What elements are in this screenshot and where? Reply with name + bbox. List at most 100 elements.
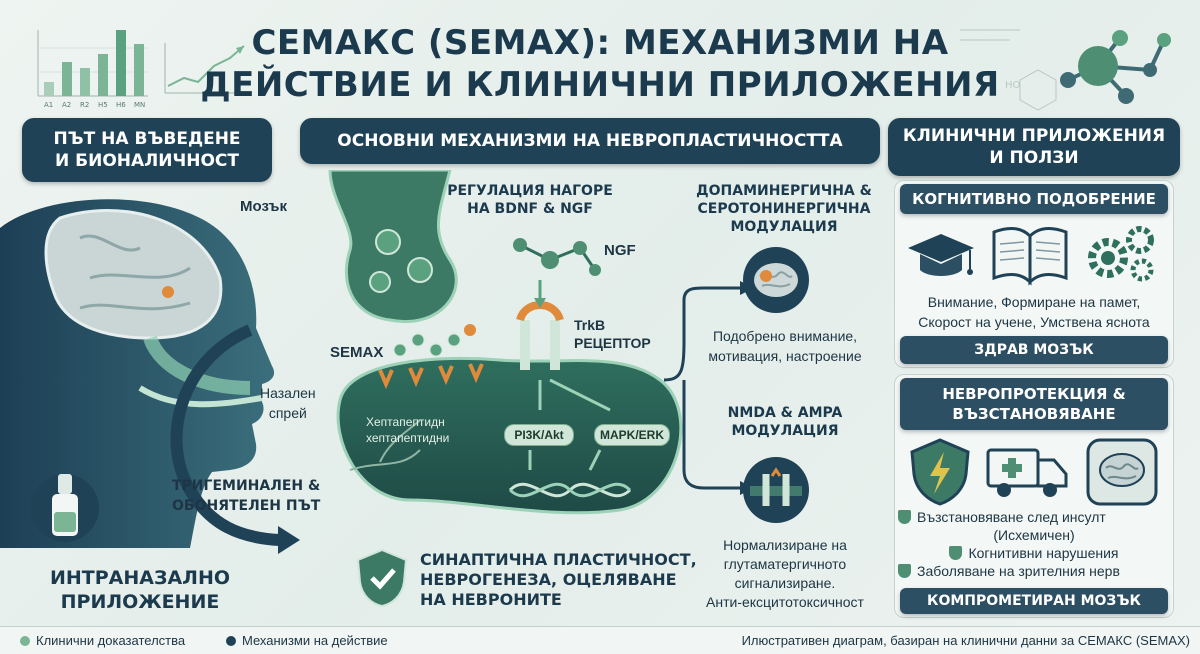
nmda-description-line-3: сигнализиране.	[734, 575, 836, 591]
neuroprotection-header-line-1: НЕВРОПРОТЕКЦИЯ &	[942, 385, 1126, 403]
dopa-description: Подобрено внимание, мотивация, настроени…	[692, 326, 878, 366]
dopa-heading: ДОПАМИНЕРГИЧНА & СЕРОТОНИНЕРГИЧНА МОДУЛА…	[684, 182, 884, 236]
head-illustration	[0, 199, 275, 548]
neuroprotection-header-line-2: ВЪЗСТАНОВЯВАНЕ	[952, 405, 1116, 423]
neuron-illustration	[328, 170, 683, 515]
route-header-line-2: И БИОНАЛИЧНОСТ	[54, 151, 239, 171]
deco-chart-label: MN	[134, 101, 145, 109]
synaptic-heading-line-2: НЕВРОГЕНЕЗА, ОЦЕЛЯВАНЕ	[420, 570, 677, 589]
neuro-item-stroke: Възстановяване след инсулт	[898, 508, 1170, 526]
path-label-line-1: ТРИГЕМИНАЛЕН &	[172, 478, 321, 494]
path-label: ТРИГЕМИНАЛЕН & ОБОНЯТЕЛЕН ПЪТ	[172, 476, 320, 516]
title-line-2: ДЕЙСТВИЕ И КЛИНИЧНИ ПРИЛОЖЕНИЯ	[200, 65, 1000, 105]
nasal-spray-icon	[31, 474, 99, 542]
cognitive-description-line-1: Внимание, Формиране на памет,	[927, 294, 1141, 310]
compromised-brain-label: КОМПРОМЕТИРАН МОЗЪК	[900, 588, 1168, 614]
legend-clinical-label: Клинични доказателства	[36, 633, 186, 648]
footer-bar	[0, 626, 1200, 654]
trkb-label-line-2: РЕЦЕПТОР	[574, 335, 651, 351]
synaptic-heading: СИНАПТИЧНА ПЛАСТИЧНОСТ, НЕВРОГЕНЕЗА, ОЦЕ…	[420, 550, 697, 610]
neuro-items-list: Възстановяване след инсулт (Исхемичен) К…	[898, 508, 1170, 580]
ambulance-icon	[986, 448, 1068, 497]
cognitive-header: КОГНИТИВНО ПОДОБРЕНИЕ	[900, 184, 1168, 214]
deco-chart-label: A2	[62, 101, 71, 109]
spray-label: Назален спрей	[260, 383, 316, 423]
shield-check-small-icon	[898, 564, 911, 578]
bdnf-heading-line-2: НА BDNF & NGF	[467, 201, 593, 217]
legend-dot-navy	[226, 635, 236, 646]
healthy-brain-label: ЗДРАВ МОЗЪК	[900, 336, 1168, 364]
spray-label-line-1: Назален	[260, 385, 316, 401]
graduation-cap-icon	[908, 234, 974, 276]
semax-label: SEMAX	[330, 344, 384, 361]
bdnf-heading-line-1: РЕГУЛАЦИЯ НАГОРЕ	[447, 183, 613, 199]
decorative-line-chart	[164, 43, 245, 94]
nmda-heading-line-2: МОДУЛАЦИЯ	[731, 423, 839, 439]
nmda-heading-line-1: NMDA & AMPA	[727, 405, 843, 421]
dopa-heading-line-3: МОДУЛАЦИЯ	[730, 219, 838, 235]
brain-icon	[743, 247, 809, 313]
shield-check-small-icon	[949, 546, 963, 560]
brain-label: Мозък	[240, 198, 287, 215]
page-title: СЕМАКС (SEMAX): МЕХАНИЗМИ НА ДЕЙСТВИЕ И …	[190, 22, 1010, 106]
legend-mechanisms: Механизми на действие	[226, 633, 388, 648]
svg-text:HO: HO	[1005, 80, 1021, 91]
route-arrow	[170, 324, 300, 554]
brain-badge-icon	[1086, 438, 1158, 506]
title-line-1: СЕМАКС (SEMAX): МЕХАНИЗМИ НА	[251, 23, 949, 63]
neuro-item-stroke-subtitle: (Исхемичен)	[993, 527, 1075, 543]
gears-icon	[1088, 226, 1154, 282]
decorative-bar-chart: A1 A2 R2 H5 H6 MN	[37, 30, 148, 109]
route-header: ПЪТ НА ВЪВЕДЕНЕ И БИОНАЛИЧНОСТ	[22, 118, 272, 182]
dopa-heading-line-2: СЕРОТОНИНЕРГИЧНА	[697, 201, 871, 217]
neuro-item-optic: Заболяване на зрителния нерв	[898, 562, 1170, 580]
neuro-item-label: Когнитивни нарушения	[968, 545, 1119, 561]
neuroprotection-header: НЕВРОПРОТЕКЦИЯ & ВЪЗСТАНОВЯВАНЕ	[900, 378, 1168, 430]
spray-label-line-2: спрей	[268, 405, 307, 421]
deco-chart-label: H6	[116, 101, 126, 109]
deco-chart-label: H5	[98, 101, 108, 109]
neuro-item-label: Възстановяване след инсулт	[917, 509, 1106, 525]
cognitive-description: Внимание, Формиране на памет, Скорост на…	[896, 292, 1172, 332]
footer-note: Илюстративен диаграм, базиран на клиничн…	[741, 633, 1190, 648]
dopa-description-line-1: Подобрено внимание,	[712, 328, 858, 344]
deco-chart-label: A1	[44, 101, 53, 109]
route-title-line-2: ПРИЛОЖЕНИЕ	[60, 591, 220, 613]
shield-bolt-icon	[910, 438, 970, 506]
bdnf-heading: РЕГУЛАЦИЯ НАГОРЕ НА BDNF & NGF	[440, 182, 620, 218]
synaptic-heading-line-3: НА НЕВРОНИТЕ	[420, 590, 562, 609]
route-title-line-1: ИНТРАНАЗАЛНО	[49, 567, 231, 589]
route-header-line-1: ПЪТ НА ВЪВЕДЕНЕ	[53, 129, 241, 149]
pathway-mapk: MAPK/ERK	[594, 424, 670, 446]
ngf-label: NGF	[604, 242, 636, 259]
nmda-heading: NMDA & AMPA МОДУЛАЦИЯ	[700, 404, 870, 440]
neuro-item-label: Заболяване на зрителния нерв	[917, 563, 1120, 579]
deco-chart-label: R2	[80, 101, 89, 109]
path-label-line-2: ОБОНЯТЕЛЕН ПЪТ	[172, 498, 321, 514]
heptapeptide-label-line-2: хептапептидни	[366, 431, 450, 445]
clinical-header-line-1: КЛИНИЧНИ ПРИЛОЖЕНИЯ	[902, 126, 1166, 146]
neuro-item-cognitive: Когнитивни нарушения	[898, 544, 1170, 562]
nmda-description: Нормализиране на глутаматергичното сигна…	[690, 536, 880, 612]
trkb-label: TrkB РЕЦЕПТОР	[574, 316, 651, 352]
heptapeptide-label-line-1: Хептапептидн	[366, 415, 445, 429]
cognitive-description-line-2: Скорост на учене, Умствена яснота	[918, 314, 1150, 330]
ion-channel-icon	[743, 457, 809, 523]
branch-arrows	[664, 281, 754, 495]
legend-mechanisms-label: Механизми на действие	[242, 633, 388, 648]
synaptic-heading-line-1: СИНАПТИЧНА ПЛАСТИЧНОСТ,	[420, 550, 697, 569]
nmda-description-line-4: Анти-ексцитотоксичност	[706, 594, 864, 610]
clinical-header: КЛИНИЧНИ ПРИЛОЖЕНИЯ И ПОЛЗИ	[888, 118, 1180, 176]
clinical-header-line-2: И ПОЛЗИ	[989, 148, 1079, 168]
route-title: ИНТРАНАЗАЛНО ПРИЛОЖЕНИЕ	[30, 566, 250, 614]
decorative-molecule: HO	[960, 29, 1171, 111]
legend-dot-green	[20, 635, 30, 646]
shield-check-icon	[356, 548, 408, 608]
trkb-label-line-1: TrkB	[574, 317, 606, 333]
pathway-pi3k: PI3K/Akt	[504, 424, 574, 446]
dopa-description-line-2: мотивация, настроение	[708, 348, 862, 364]
nmda-description-line-2: глутаматергичното	[723, 556, 847, 572]
book-icon	[992, 227, 1068, 286]
shield-check-small-icon	[898, 510, 911, 524]
mechanisms-header: ОСНОВНИ МЕХАНИЗМИ НА НЕВРОПЛАСТИЧНОСТТА	[300, 118, 880, 164]
